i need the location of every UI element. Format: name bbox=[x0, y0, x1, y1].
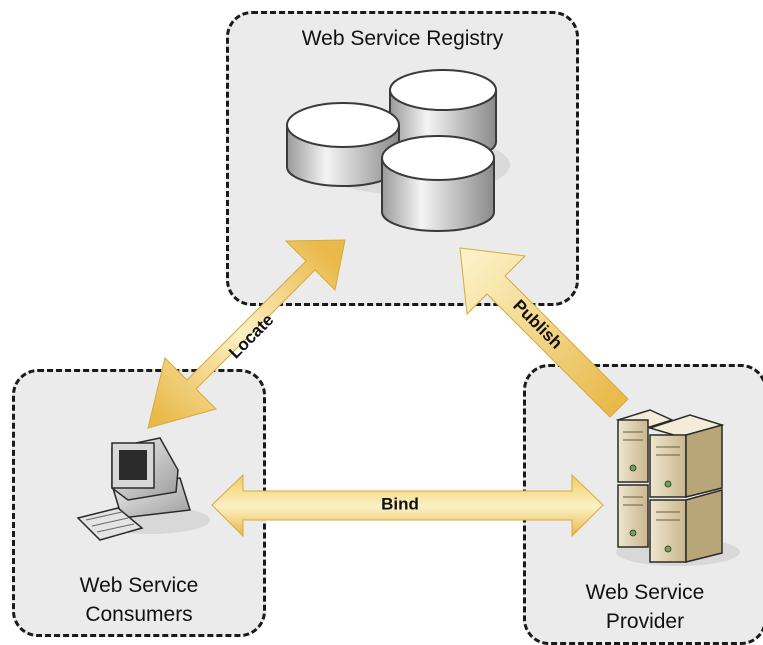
provider-title: Web Service Provider bbox=[526, 578, 763, 636]
locate-arrow bbox=[147, 239, 346, 429]
database-cylinders-icon bbox=[286, 69, 510, 232]
server-rack-icon bbox=[615, 409, 740, 566]
bind-label: Bind bbox=[381, 494, 419, 513]
desktop-computer-icon bbox=[76, 437, 210, 541]
publish-arrow bbox=[459, 247, 629, 418]
consumers-title: Web Service Consumers bbox=[15, 571, 263, 629]
registry-box: Web Service Registry bbox=[226, 11, 579, 306]
provider-title-line1: Web Service bbox=[585, 581, 705, 604]
provider-title-line2: Provider bbox=[605, 610, 685, 633]
consumers-title-line1: Web Service bbox=[79, 574, 199, 597]
bind-arrow bbox=[211, 473, 604, 538]
registry-title: Web Service Registry bbox=[301, 27, 504, 50]
consumers-title-line2: Consumers bbox=[85, 603, 193, 626]
